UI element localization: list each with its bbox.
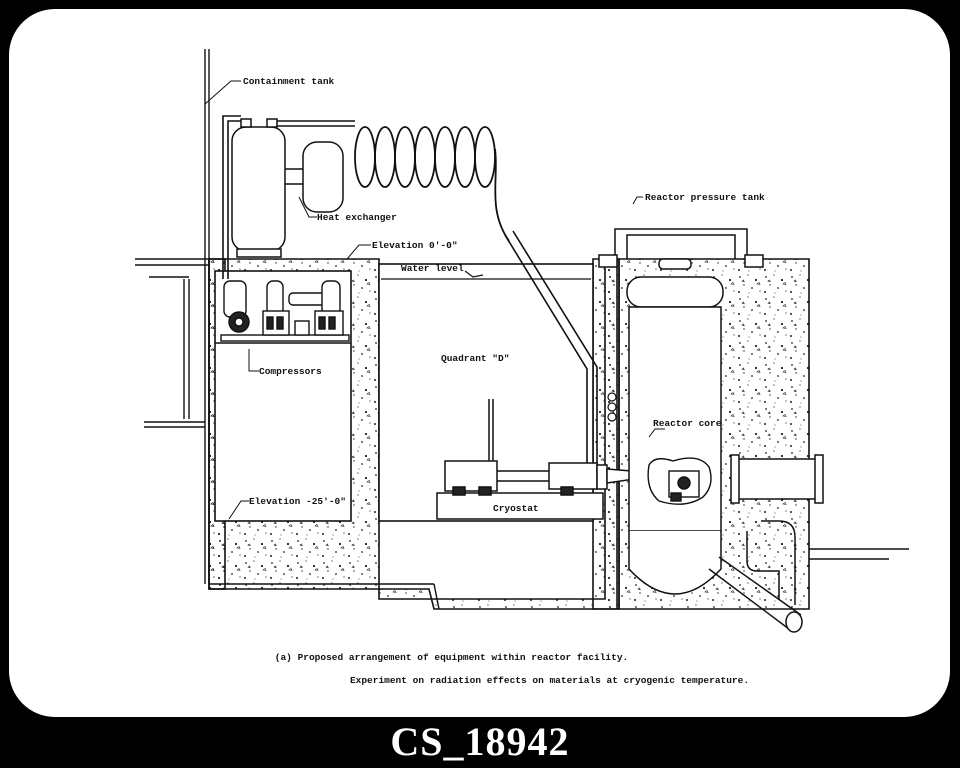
water-level-line xyxy=(381,270,591,280)
reactor-pressure-tank-label: Reactor pressure tank xyxy=(645,192,765,203)
water-level-label: Water level xyxy=(401,263,464,274)
caption-line-2: Experiment on radiation effects on mater… xyxy=(349,675,750,686)
reactor-core xyxy=(647,457,712,505)
heat-exchanger-label: Heat exchanger xyxy=(317,212,397,223)
containment-tank-label: Containment tank xyxy=(243,76,335,87)
containment-tank-label-group: Containment tank xyxy=(204,76,335,105)
slide-identifier: CS_18942 xyxy=(390,719,570,764)
slide-card: Containment tank Heat exchanger xyxy=(9,9,950,717)
quadrant-d-label: Quadrant "D" xyxy=(441,353,509,364)
transfer-line xyxy=(504,230,598,471)
elevation-bottom-label: Elevation -25'-0" xyxy=(249,496,346,507)
caption-line-1: (a) Proposed arrangement of equipment wi… xyxy=(274,652,629,663)
reactor-core-label: Reactor core xyxy=(653,418,722,429)
reactor-facility-diagram: Containment tank Heat exchanger xyxy=(135,49,909,633)
compressors xyxy=(220,280,350,342)
ground-lines xyxy=(135,49,909,610)
cryostat-label: Cryostat xyxy=(493,503,539,514)
elevation-top-label: Elevation 0'-0" xyxy=(372,240,458,251)
coolant-piping xyxy=(222,115,355,279)
cooling-coil xyxy=(354,126,510,242)
heat-exchanger xyxy=(231,118,344,258)
cable-bundle xyxy=(607,392,617,422)
compressors-label: Compressors xyxy=(259,366,322,377)
